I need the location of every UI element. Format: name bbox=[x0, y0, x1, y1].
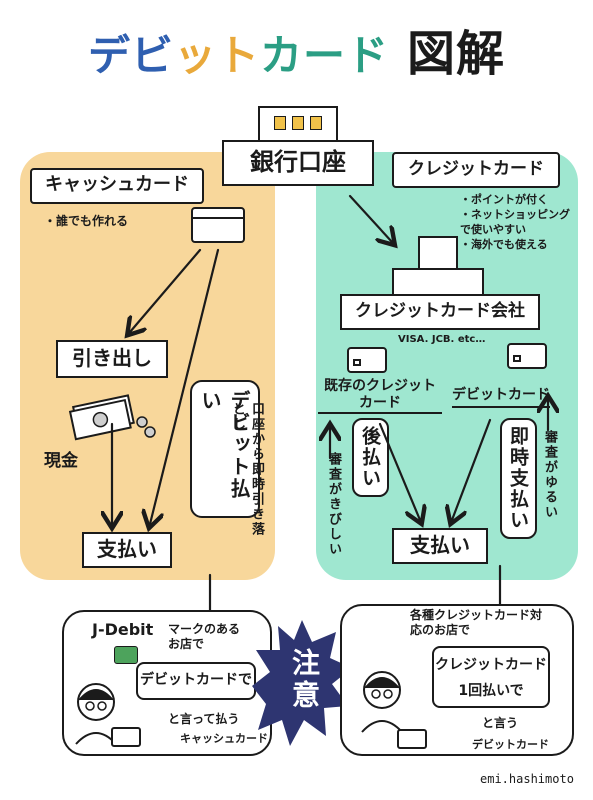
right-payment-box: 支払い bbox=[392, 528, 488, 564]
jdebit-say-note: と言って払う bbox=[168, 712, 240, 726]
caution-starburst bbox=[252, 620, 352, 746]
credit-store-note: 各種クレジットカード対応のお店で bbox=[410, 608, 543, 637]
bank-account-label: 銀行口座 bbox=[250, 148, 346, 176]
cash-card-heading: キャッシュカード bbox=[30, 168, 204, 204]
jdebit-mark-icon bbox=[114, 646, 138, 664]
debit-card-phrase-bubble: デビットカードで bbox=[136, 662, 256, 700]
strict-review-note: 審査がきびしい bbox=[326, 452, 341, 557]
credit-say-note: と言う bbox=[482, 716, 519, 730]
card-company-box: クレジットカード会社 bbox=[340, 294, 540, 330]
credit-card-benefits: ・ポイントが付く ・ネットショッピングで使いやすい ・海外でも使える bbox=[460, 192, 576, 252]
title-part-3: カード bbox=[260, 31, 390, 80]
artist-signature: emi.hashimoto bbox=[480, 772, 574, 786]
company-building-mid bbox=[392, 268, 484, 298]
debit-card-hand-icon bbox=[397, 729, 427, 749]
title-part-2: ット bbox=[173, 31, 260, 80]
onetime-phrase-bubble: クレジットカード 1回払いで bbox=[432, 646, 550, 708]
debit-card-label: デビットカード bbox=[452, 384, 550, 408]
instant-pay-label: 即時支払い bbox=[500, 418, 537, 539]
window-icon bbox=[310, 116, 322, 130]
left-payment-box: 支払い bbox=[82, 532, 172, 568]
lenient-review-note: 審査がゆるい bbox=[542, 430, 557, 520]
cash-bills-icon bbox=[68, 394, 156, 441]
cash-card-arrow-note: キャッシュカード bbox=[180, 732, 268, 745]
cash-card-icon bbox=[191, 207, 245, 243]
debit-pay-label: デビット払い bbox=[190, 380, 260, 518]
withdraw-box: 引き出し bbox=[56, 340, 168, 378]
credit-card-icon bbox=[347, 347, 387, 373]
window-icon bbox=[292, 116, 304, 130]
bank-account-box: 銀行口座 bbox=[222, 140, 374, 186]
cash-card-note: ・誰でも作れる bbox=[44, 214, 129, 228]
jdebit-store-note: マークのあるお店で bbox=[168, 622, 241, 651]
debit-card-arrow-note: デビットカード bbox=[472, 738, 549, 751]
window-icon bbox=[274, 116, 286, 130]
page-title: デビットカード図解 bbox=[0, 14, 593, 84]
post-pay-label: 後払い bbox=[352, 418, 389, 497]
person-avatar bbox=[361, 671, 403, 733]
title-part-4: 図解 bbox=[407, 26, 506, 82]
existing-credit-card-label: 既存のクレジットカード bbox=[318, 378, 442, 414]
benefit-item: ・ポイントが付く bbox=[460, 193, 548, 206]
cash-label: 現金 bbox=[44, 451, 78, 471]
benefit-item: ・海外でも使える bbox=[460, 238, 548, 251]
debit-card-icon bbox=[507, 343, 547, 369]
jdebit-logo-text: J-Debit bbox=[92, 620, 154, 639]
title-part-1: デビ bbox=[87, 31, 174, 80]
benefit-item: ・ネットショッピングで使いやすい bbox=[460, 208, 570, 236]
caution-label: 注意 bbox=[288, 648, 321, 712]
credit-card-heading: クレジットカード bbox=[392, 152, 560, 188]
instant-withdraw-note: 口座から即時引き落とし bbox=[230, 402, 264, 537]
cash-card-hand-icon bbox=[111, 727, 141, 747]
card-brands-label: VISA. JCB. etc… bbox=[398, 334, 486, 345]
